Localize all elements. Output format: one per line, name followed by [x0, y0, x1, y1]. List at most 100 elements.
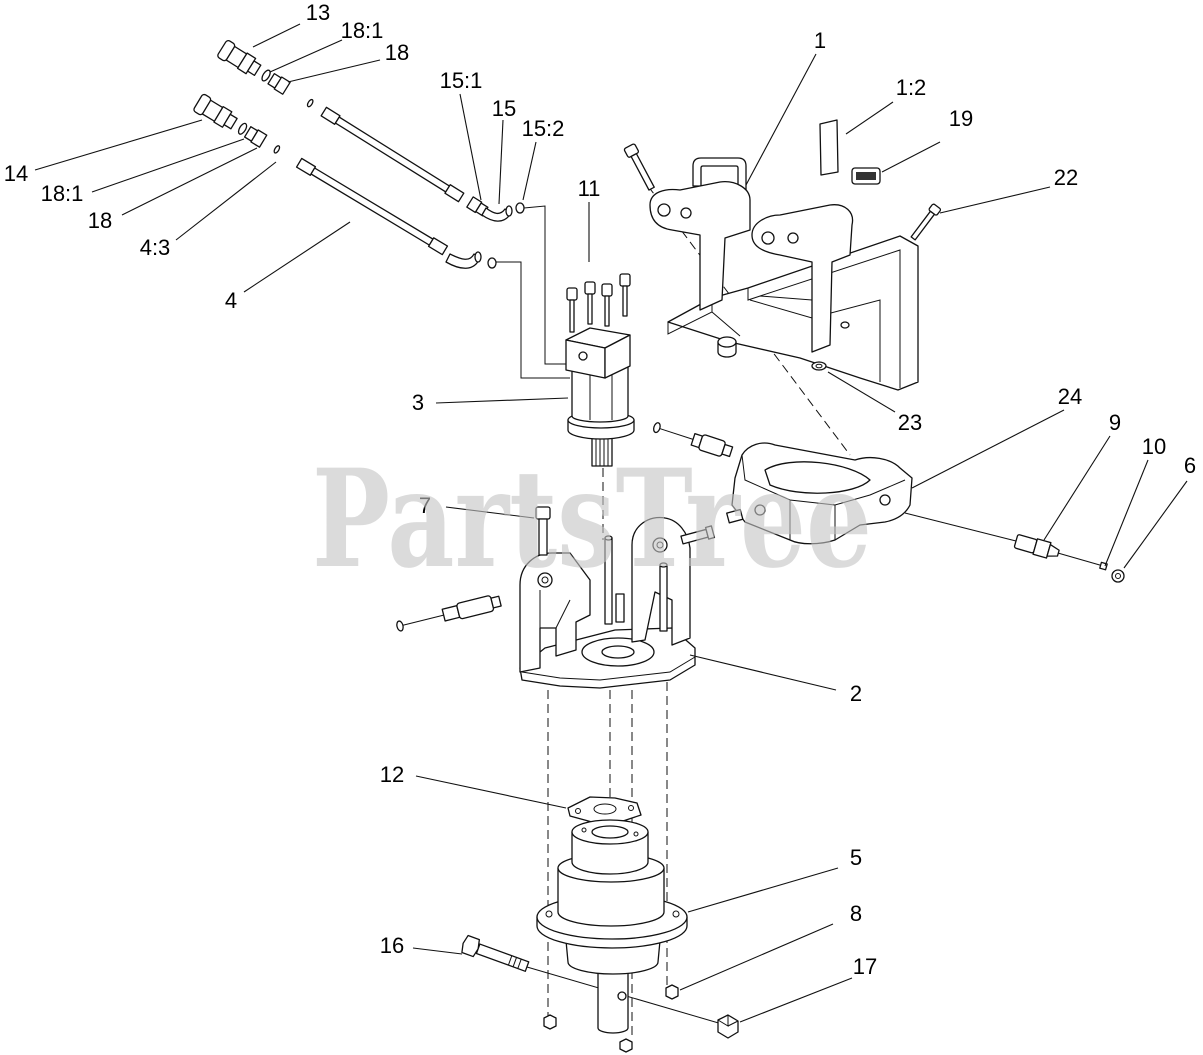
leader-line-16	[412, 947, 463, 955]
callout-15-2: 15:2	[522, 116, 565, 141]
bolt-22-shape	[910, 210, 936, 241]
proximity-sensor-9-shape	[904, 512, 1017, 542]
leader-line-19	[881, 141, 941, 173]
leader-line-22	[939, 186, 1051, 214]
capscrews-11-shape	[604, 295, 610, 327]
leader-line-5	[687, 867, 839, 913]
leader-line-15-2	[522, 141, 537, 201]
leader-line-4	[243, 221, 351, 293]
callout-18-1-top: 18:1	[341, 18, 384, 43]
leader-line-18-1-top	[269, 39, 343, 73]
leader-line-17	[739, 977, 853, 1023]
callout-labels: 13 18:1 18 1 1:2 19 22 14 18:1 18 4:3 4 …	[4, 0, 1196, 979]
elbow-fitting-lower-shape	[474, 251, 482, 263]
sensor-left-of-housing-shape	[653, 422, 661, 434]
decal-1-2-shape	[819, 119, 839, 176]
callout-5: 5	[850, 845, 862, 870]
sensor-left-of-housing-shape	[721, 443, 734, 458]
gasket-shape	[567, 796, 642, 823]
decal-19	[851, 167, 881, 185]
hose-assembly-lower	[193, 93, 449, 256]
callout-10: 10	[1142, 434, 1166, 459]
callout-14: 14	[4, 161, 28, 186]
base-housing-shape	[537, 572, 553, 588]
callout-7: 7	[419, 493, 431, 518]
callout-1: 1	[814, 28, 826, 53]
capscrews-11	[566, 273, 631, 333]
callout-6: 6	[1184, 453, 1196, 478]
gasket-shape	[628, 805, 634, 811]
hose-assembly-upper	[217, 40, 465, 203]
nuts-shape	[543, 1014, 557, 1030]
base-housing-shape	[519, 552, 591, 673]
hydraulic-motor-shape	[571, 344, 629, 423]
base-housing-shape	[539, 590, 571, 629]
gearbox-shape	[591, 825, 629, 839]
pivot-housing-shape	[754, 504, 766, 516]
gasket	[567, 796, 642, 823]
sensor-left-of-base	[396, 595, 502, 632]
nut-17	[717, 1014, 739, 1039]
callout-4-3: 4:3	[140, 235, 171, 260]
hose-assembly-upper-shape	[273, 76, 291, 95]
capscrews-11-shape	[601, 283, 613, 297]
bolt-22	[910, 203, 942, 241]
callout-4: 4	[225, 288, 237, 313]
leader-line-24	[911, 409, 1065, 489]
base-housing-shape	[604, 535, 613, 541]
callout-2: 2	[850, 681, 862, 706]
base-housing-shape	[615, 593, 625, 623]
callout-16: 16	[380, 933, 404, 958]
hose-assembly-upper-shape	[261, 69, 271, 82]
base-housing	[519, 516, 716, 689]
leader-line-12	[415, 775, 567, 809]
nuts-shape	[619, 1038, 633, 1053]
sensor-left-of-housing	[653, 422, 734, 458]
sensor-left-of-base-shape	[396, 620, 404, 632]
callout-3: 3	[412, 390, 424, 415]
hose-assembly-upper-shape	[444, 184, 465, 203]
cap-6	[1111, 569, 1125, 583]
hose-assembly-upper-shape	[247, 60, 262, 76]
capscrews-11-shape	[569, 299, 575, 333]
mounting-bracket-shape	[840, 321, 850, 329]
washer-23-shape	[815, 363, 823, 369]
hydraulic-motor-shape	[604, 334, 631, 379]
mounting-bracket-shape	[717, 336, 737, 348]
bolt-7	[535, 506, 551, 556]
bracket-bolt	[623, 143, 655, 191]
elbow-fitting-lower	[445, 251, 497, 269]
leader-line-23	[827, 371, 896, 413]
mounting-bracket-shape	[751, 204, 854, 353]
pivot-pin-shape	[726, 508, 744, 524]
gearbox-shape	[545, 910, 553, 918]
nuts	[543, 984, 679, 1053]
callout-8: 8	[850, 901, 862, 926]
nuts-shape	[665, 984, 679, 1000]
elbow-fitting-upper-shape	[505, 205, 513, 217]
hose-assembly-upper-shape	[306, 98, 314, 108]
decal-1-2	[819, 119, 839, 176]
nut-17-shape	[717, 1015, 739, 1027]
mounting-bracket-shape	[787, 232, 799, 244]
bracket-bolt-shape	[630, 153, 655, 191]
gearbox-shape	[633, 831, 639, 837]
pivot-housing-shape	[741, 454, 906, 540]
leader-line-1-2	[845, 101, 894, 135]
hose-assembly-lower-shape	[223, 113, 238, 130]
capscrew-16-shape	[461, 934, 481, 958]
leader-line-1	[745, 53, 817, 186]
capscrew-16-shape	[475, 943, 530, 972]
leader-line-13	[252, 23, 301, 48]
bolt-7-shape	[538, 518, 548, 556]
leader-line-9	[1043, 435, 1111, 541]
washer-23-shape	[811, 361, 827, 371]
proximity-sensor-9-shape	[1046, 543, 1060, 557]
capscrew-16	[461, 934, 530, 972]
leader-line-18-1-left	[91, 138, 245, 193]
decal-19-shape	[856, 172, 876, 180]
gearbox-shape	[581, 827, 587, 833]
callout-13: 13	[306, 0, 330, 25]
hydraulic-motor	[565, 327, 635, 467]
capscrews-11-shape	[622, 285, 628, 317]
